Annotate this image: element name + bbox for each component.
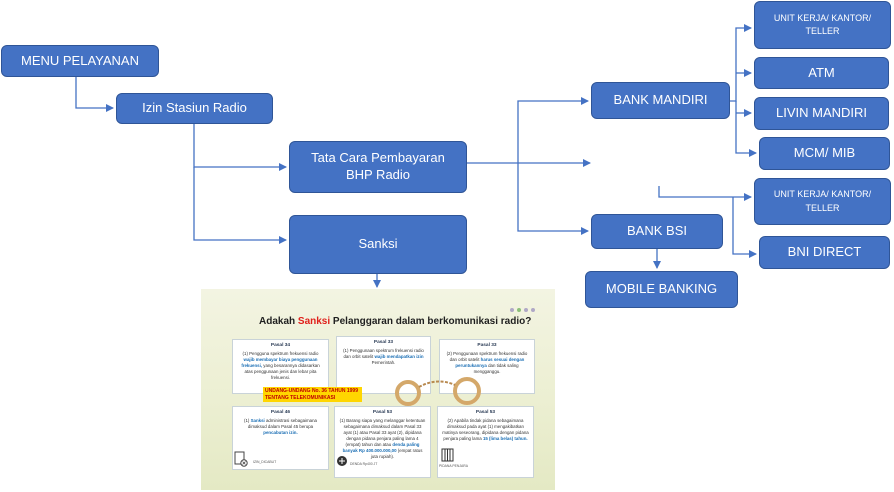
card-highlight: 15 (lima belas) tahun. [482,436,528,442]
node-tata-cara-line2: BHP Radio [345,167,411,182]
card-title: Pasal 34 [270,343,291,348]
uu-line2: TENTANG TELEKOMUNIKASI [265,394,336,401]
node-bank-mandiri-label: BANK MANDIRI [613,92,708,108]
slide-uu-label: UNDANG-UNDANG No. 36 TAHUN 1999 TENTANG … [263,387,362,402]
card-title: Pasal 46 [270,410,291,415]
slide-card-pasal53-2: Pasal 53 (2) Apabila tindak pidana sebag… [437,406,534,478]
node-mobile-banking-label: MOBILE BANKING [605,281,718,297]
node-atm-label: ATM [808,64,835,80]
slide-card-pasal33-2: Pasal 33 (2) Penggunaan spektrum frekuen… [439,339,535,394]
foot-pidana-penjara: PIDANA PENJARA [439,464,469,468]
card-text: (1) Barang siapa yang melanggar ketentua… [339,418,426,448]
node-mobile-banking[interactable]: MOBILE BANKING [585,271,738,308]
node-bank-mandiri[interactable]: BANK MANDIRI [591,82,730,119]
card-title: Pasal 53 [372,410,393,415]
card-highlight: Sanksi [250,418,265,424]
card-text: (2) Apabila tindak pidana sebagaimana di… [442,418,529,442]
card-text: (empat ratus juta rupiah). [370,448,423,460]
card-text: (1) [243,418,250,424]
card-text: (2) Penggunaan spektrum frekuensi radio … [446,351,528,363]
connector-bni-direct [732,197,757,258]
node-livin-mandiri-label: LIVIN MANDIRI [775,105,867,121]
node-tata-cara-line1: Tata Cara Pembayaran [311,150,445,166]
node-bni-direct[interactable]: BNI DIRECT [759,236,890,269]
slide-card-pasal34: Pasal 34 (1) Pengguna spektrum frekuensi… [232,339,329,394]
node-unit-kerja-bni-line1: UNIT KERJA/ KANTOR/ [773,189,872,200]
handcuffs-icon [395,377,482,406]
node-izin-stasiun-radio-label: Izin Stasiun Radio [142,100,247,116]
connector-bsi [517,163,589,235]
node-mcm-mib[interactable]: MCM/ MIB [759,137,890,170]
slide-title-post: Pelanggaran dalam berkomunikasi radio? [330,316,532,327]
node-unit-kerja-mandiri-line1: UNIT KERJA/ KANTOR/ [773,12,872,23]
connector-mandiri-unitkerja [730,24,752,102]
node-unit-kerja-mandiri[interactable]: UNIT KERJA/ KANTOR/ TELLER [754,1,891,49]
slide-title: Adakah Sanksi Pelanggaran dalam berkomun… [259,316,531,327]
connector-mandiri-mcm [735,101,757,157]
node-atm[interactable]: ATM [754,57,889,89]
revoked-document-icon [234,451,248,467]
sanksi-slide-image: Adakah Sanksi Pelanggaran dalam berkomun… [201,289,555,490]
card-text: Pemerintah. [371,360,396,366]
card-highlight: pencabutan izin. [263,430,298,436]
node-menu-pelayanan[interactable]: MENU PELAYANAN [1,45,159,77]
foot-izin-dicabut: IZIN_DICABUT [253,460,277,464]
node-menu-pelayanan-label: MENU PELAYANAN [21,52,139,68]
node-unit-kerja-bni[interactable]: UNIT KERJA/ KANTOR/ TELLER [754,178,891,225]
card-text: (1) Pengguna spektrum frekuensi radio [242,351,319,357]
node-sanksi[interactable]: Sanksi [289,215,467,274]
connector-mandiri [517,97,589,163]
uu-line1: UNDANG-UNDANG No. 36 TAHUN 1999 [265,388,358,394]
connector-menu-izin [75,77,114,112]
node-livin-mandiri[interactable]: LIVIN MANDIRI [754,97,889,130]
slide-dots-icon [510,308,535,312]
node-mcm-mib-label: MCM/ MIB [793,145,856,161]
slide-card-pasal53-1: Pasal 53 (1) Barang siapa yang melanggar… [334,406,431,478]
node-bank-bsi-label: BANK BSI [627,223,687,239]
card-highlight: wajib mendapatkan izin [374,354,424,360]
prison-icon [441,448,454,462]
node-sanksi-label: Sanksi [358,236,398,252]
card-text: yang besarannya didasarkan atas pengguna… [244,363,320,381]
node-tata-cara-pembayaran[interactable]: Tata Cara Pembayaran BHP Radio [289,141,467,193]
card-text: administrasi sebagaimana dimaksud dalam … [247,418,317,430]
node-bni-direct-label: BNI DIRECT [787,244,862,260]
connector-izin-tatacara [193,124,287,171]
slide-card-pasal33-1: Pasal 33 (1) Penggunaan spektrum frekuen… [336,336,431,394]
node-unit-kerja-bni-line2: TELLER [805,202,840,213]
money-fine-icon [337,456,347,466]
node-bank-bsi[interactable]: BANK BSI [591,214,723,249]
slide-title-pre: Adakah [259,316,298,327]
card-title: Pasal 33 [373,340,394,345]
foot-denda: DENDA Rp400 JT [350,462,378,466]
slide-title-red: Sanksi [297,316,331,327]
card-text: (1) Penggunaan spektrum frekuensi radio … [343,348,424,360]
card-text: dan tidak saling mengganggu. [473,363,519,375]
card-highlight: wajib membayar biaya penggunaan frekuens… [241,357,318,369]
card-highlight: harus sesuai dengan peruntukannya [455,357,525,369]
connector-bni-unitkerja [658,186,752,201]
node-izin-stasiun-radio[interactable]: Izin Stasiun Radio [116,93,273,124]
node-unit-kerja-mandiri-line2: TELLER [805,26,840,36]
connector-izin-sanksi [193,167,287,244]
slide-card-pasal46: Pasal 46 (1) Sanksi administrasi sebagai… [232,406,329,470]
card-highlight: denda paling banyak Rp 400.000.000,00 [342,442,420,454]
card-title: Pasal 53 [475,410,496,415]
card-title: Pasal 33 [477,343,497,348]
